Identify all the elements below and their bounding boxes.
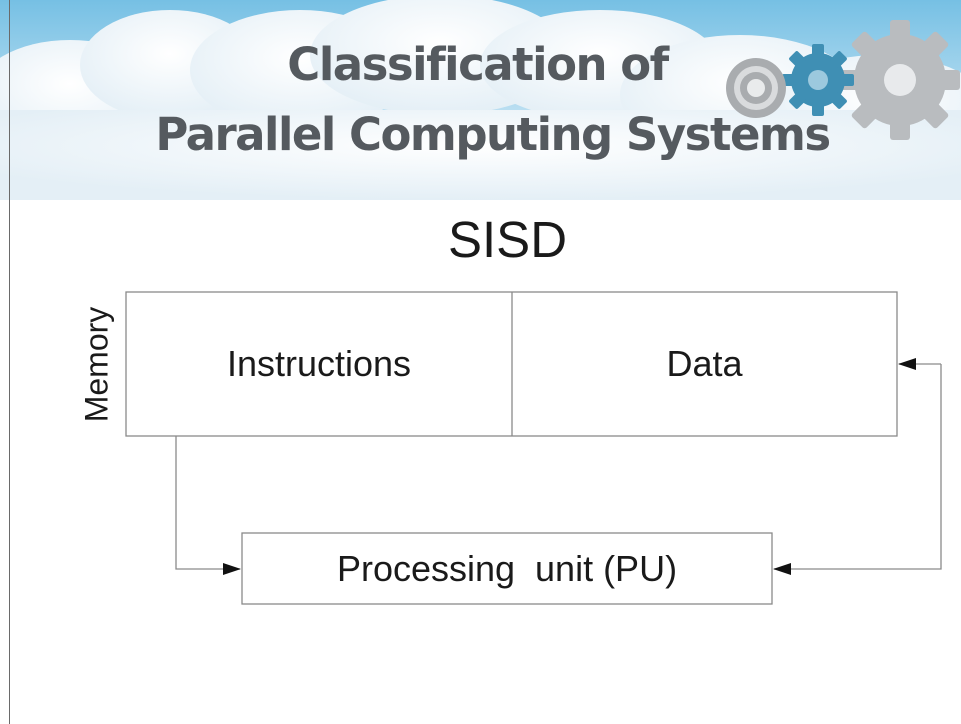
processing-unit-box [241,532,773,605]
slide-title-line-1: Classification of [287,38,669,91]
memory-label-text: Memory [78,306,115,422]
data-to-pu-arrow [773,364,942,575]
memory-label: Memory [74,292,120,436]
left-border [9,0,10,724]
slide-title-line-2: Parallel Computing Systems [155,108,831,161]
gears-icon [726,20,960,140]
processing-unit-label: Processing unit (PU) [336,547,678,589]
diagram-heading: SISD [448,211,568,268]
instructions-to-pu-arrow [175,436,241,575]
instructions-label: Instructions [226,343,412,384]
data-label: Data [666,343,743,384]
